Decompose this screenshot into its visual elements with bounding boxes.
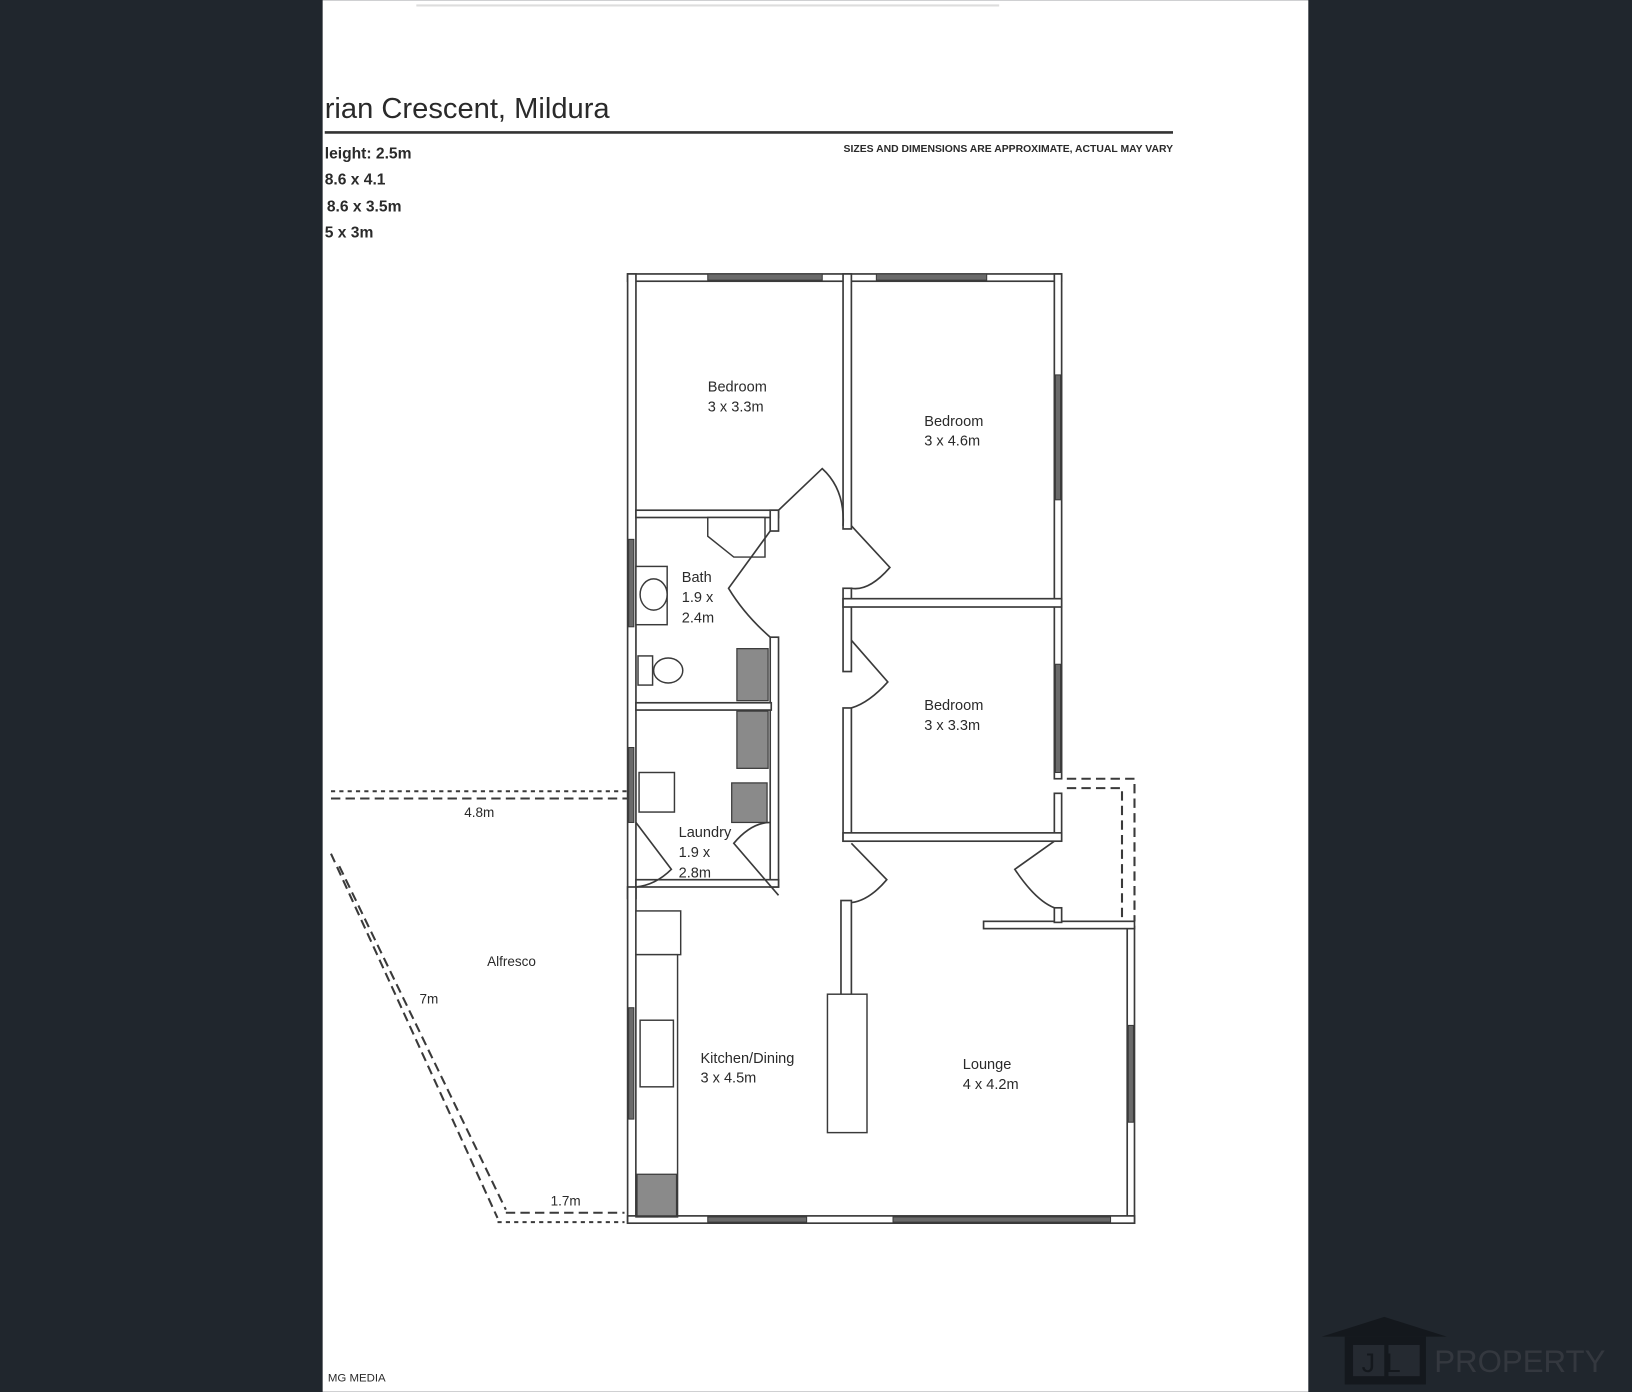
room-name: Lounge <box>963 1057 1012 1073</box>
toilet-cistern-icon <box>637 655 654 686</box>
dimension-top: 4.8m <box>464 805 494 820</box>
windows <box>628 273 1134 1223</box>
room-name: Bedroom <box>924 698 983 714</box>
room-size: 3 x 4.6m <box>924 434 980 450</box>
dimension-side: 7m <box>419 992 438 1007</box>
room-laundry: Laundry 1.9 x 2.8m <box>679 825 732 882</box>
shower-icon <box>707 516 766 558</box>
page-title: rian Crescent, Mildura <box>325 93 611 125</box>
cooktop-icon <box>635 910 682 956</box>
logo-text: PROPERTY <box>1434 1344 1605 1379</box>
room-bedroom-1: Bedroom 3 x 3.3m <box>708 380 767 416</box>
footer-credit: MG MEDIA <box>328 1372 386 1384</box>
spec-line: 8.6 x 3.5m <box>327 198 402 215</box>
spec-line: leight: 2.5m <box>325 145 412 162</box>
kitchen-sink-icon <box>639 1019 675 1088</box>
dimension-bottom: 1.7m <box>551 1193 581 1208</box>
spec-line: 5 x 3m <box>325 225 374 242</box>
toilet-bowl-icon <box>652 657 684 684</box>
house-roof-icon <box>1321 1316 1447 1337</box>
room-size: 3 x 3.3m <box>924 718 980 734</box>
room-lounge: Lounge 4 x 4.2m <box>963 1057 1019 1093</box>
room-name: Laundry <box>679 825 732 841</box>
room-alfresco: Alfresco <box>487 954 536 969</box>
room-size: 1.9 x <box>682 590 714 606</box>
disclaimer: SIZES AND DIMENSIONS ARE APPROXIMATE, AC… <box>844 144 1174 155</box>
room-name: Kitchen/Dining <box>700 1051 794 1067</box>
room-size: 3 x 4.5m <box>700 1071 756 1087</box>
room-size: 2.8m <box>679 866 711 882</box>
room-size: 2.4m <box>682 611 714 627</box>
room-bedroom-3: Bedroom 3 x 3.3m <box>924 698 983 734</box>
fridge-space <box>636 1173 678 1217</box>
spec-line: 8.6 x 4.1 <box>325 171 386 188</box>
room-name: Bedroom <box>708 380 767 396</box>
room-kitchen-dining: Kitchen/Dining 3 x 4.5m <box>700 1051 794 1087</box>
room-size: 4 x 4.2m <box>963 1077 1019 1093</box>
doors <box>635 467 1055 909</box>
room-size: 1.9 x <box>679 845 711 861</box>
linen-cupboard <box>736 710 769 769</box>
laundry-tub-icon <box>638 771 676 813</box>
alfresco-outline <box>330 777 1136 1224</box>
linen-cupboard <box>736 648 769 702</box>
kitchen-island <box>826 993 868 1134</box>
laundry-cupboard <box>731 782 768 824</box>
room-bedroom-2: Bedroom 3 x 4.6m <box>924 414 983 450</box>
jl-property-logo: JL PROPERTY <box>1321 1316 1606 1385</box>
fixtures <box>635 516 868 1218</box>
floorplan-page <box>322 0 1309 1392</box>
basin-icon <box>639 578 668 611</box>
room-name: Bath <box>682 570 712 586</box>
room-bath: Bath 1.9 x 2.4m <box>682 570 714 627</box>
logo-initials: JL <box>1362 1348 1411 1378</box>
room-name: Bedroom <box>924 414 983 430</box>
room-size: 3 x 3.3m <box>708 399 764 415</box>
